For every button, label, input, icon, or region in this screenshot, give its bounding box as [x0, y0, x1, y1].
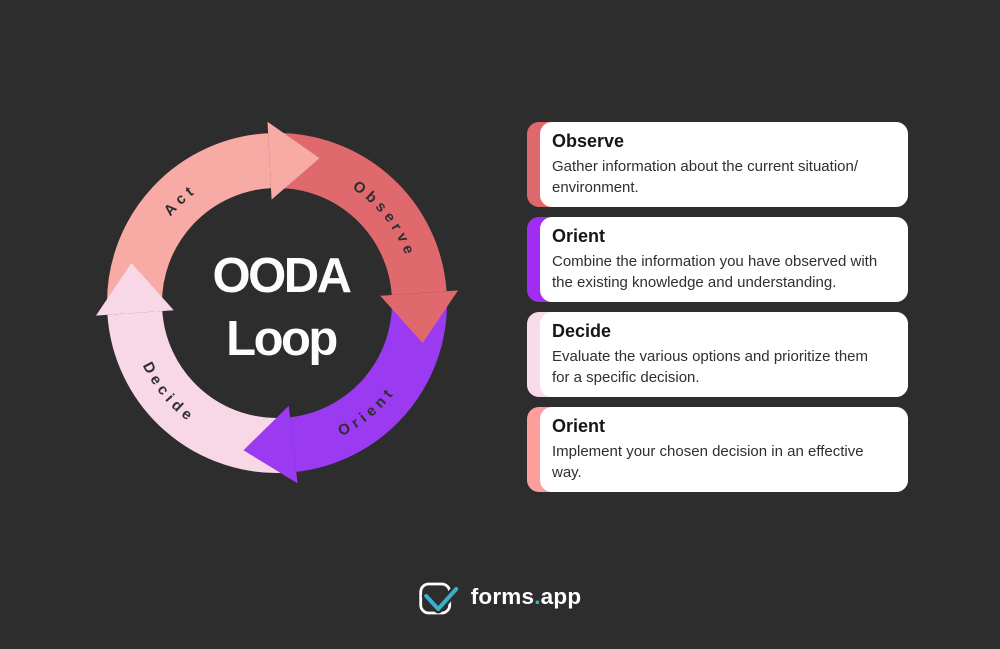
arrowhead-orient — [243, 405, 298, 484]
brand-suffix: app — [540, 584, 582, 609]
diagram-title-line1: OODA — [213, 249, 352, 303]
card-body: Observe Gather information about the cur… — [540, 122, 908, 207]
arrowhead-observe — [380, 290, 459, 343]
card-description: Gather information about the current sit… — [552, 157, 859, 196]
card-title: Observe — [552, 130, 625, 151]
card-title: Orient — [552, 225, 606, 246]
logo-check-icon — [424, 587, 459, 611]
card-body: Orient Implement your chosen decision in… — [540, 407, 908, 492]
ooda-loop-diagram: Act Observe Decide Orient OODA Loop — [95, 121, 459, 484]
card-observe: Observe Gather information about the cur… — [527, 122, 908, 207]
brand-name: forms — [470, 584, 535, 609]
card-decide: Decide Evaluate the various options and … — [527, 312, 908, 397]
card-body: Decide Evaluate the various options and … — [540, 312, 908, 397]
forms-app-logo-icon — [419, 582, 461, 615]
card-title: Decide — [552, 320, 612, 341]
card-description: Combine the information you have observe… — [552, 252, 878, 291]
card-body: Orient Combine the information you have … — [540, 217, 908, 302]
card-orient: Orient Combine the information you have … — [527, 217, 908, 302]
brand-footer: forms.app — [419, 577, 582, 617]
diagram-title-line2: Loop — [226, 312, 336, 366]
arrowhead-act — [267, 121, 320, 200]
arrowhead-decide — [95, 263, 174, 316]
card-act: Orient Implement your chosen decision in… — [527, 407, 908, 492]
brand-wordmark: forms.app — [471, 584, 582, 610]
card-description: Implement your chosen decision in an eff… — [552, 442, 864, 481]
phase-cards: Observe Gather information about the cur… — [527, 122, 908, 492]
card-description: Evaluate the various options and priorit… — [552, 347, 869, 386]
brand-dot: . — [534, 584, 541, 609]
card-title: Orient — [552, 415, 606, 436]
